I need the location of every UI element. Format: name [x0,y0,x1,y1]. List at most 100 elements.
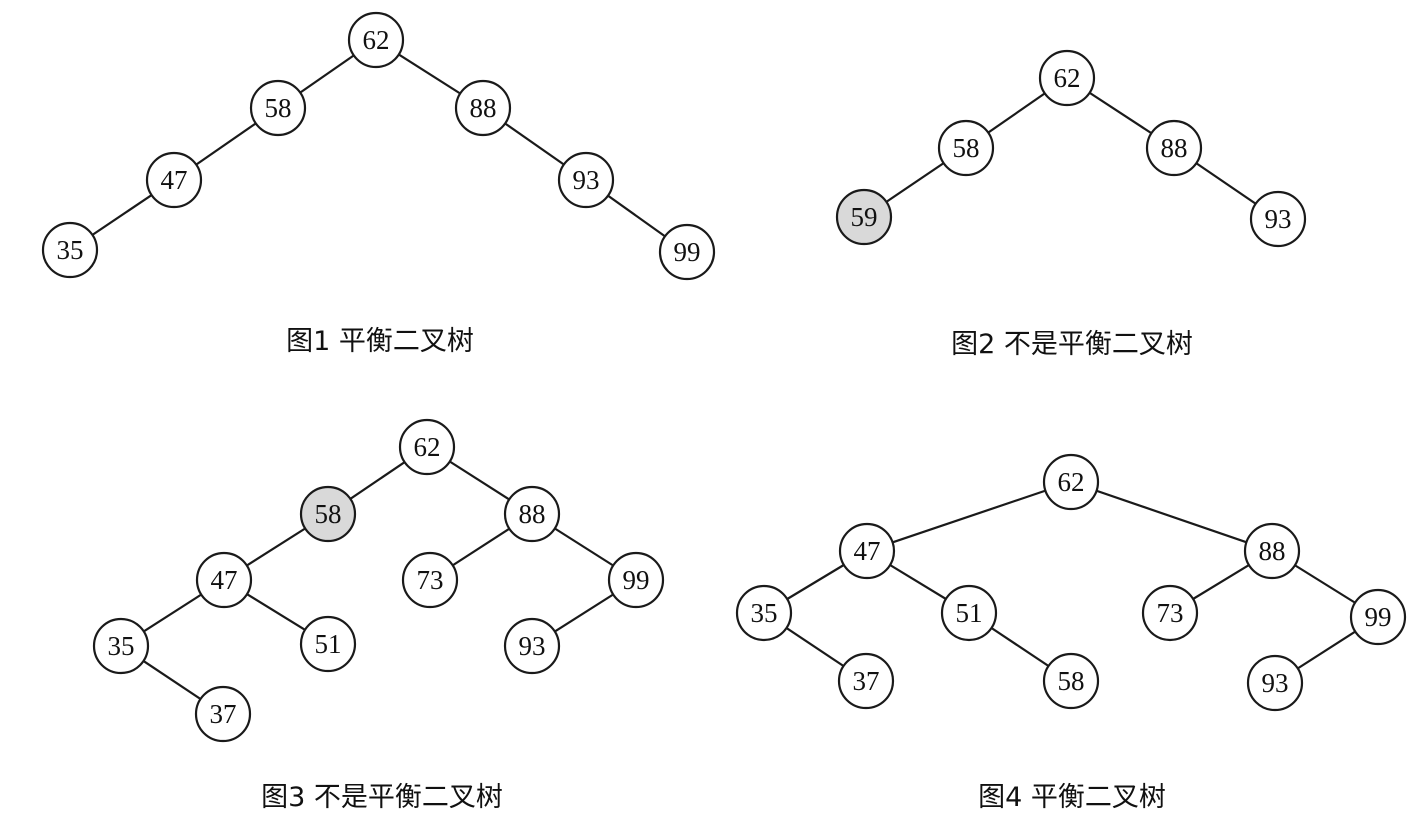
node-label: 47 [161,165,188,195]
node-circle [299,615,357,673]
tree-node: 62 [347,11,405,69]
tree-node: 58 [299,485,357,543]
node-label: 93 [519,631,546,661]
node-label: 58 [953,133,980,163]
tree-node: 35 [41,221,99,279]
node-circle [838,522,896,580]
tree-node: 62 [398,418,456,476]
node-label: 88 [519,499,546,529]
tree-node: 47 [195,551,253,609]
tree-node: 58 [1042,652,1100,710]
node-circle [658,223,716,281]
node-label: 62 [363,25,390,55]
tree-node: 47 [838,522,896,580]
node-label: 88 [470,93,497,123]
node-circle [1243,522,1301,580]
node-label: 93 [1262,668,1289,698]
tree-node: 73 [401,551,459,609]
node-label: 62 [414,432,441,462]
tree-node: 99 [658,223,716,281]
tree-node: 35 [92,617,150,675]
node-circle [145,151,203,209]
node-label: 58 [1058,666,1085,696]
node-circle [1349,588,1407,646]
tree-node: 93 [503,617,561,675]
node-circle [401,551,459,609]
figure-1-edges [69,39,688,253]
node-label: 35 [108,631,135,661]
node-circle [249,79,307,137]
tree-node: 35 [735,584,793,642]
node-label: 62 [1058,467,1085,497]
node-circle [607,551,665,609]
tree-node: 88 [454,79,512,137]
node-circle [1038,49,1096,107]
tree-edge [866,480,1072,553]
figure-4-edges [763,480,1379,684]
tree-node: 93 [1246,654,1304,712]
figure-2-unbalanced-tree: 62 58 88 59 93 图2 不是平衡二叉树 [835,49,1307,360]
tree-node: 51 [940,584,998,642]
figure-1-nodes: 62 58 88 47 93 35 99 [41,11,716,281]
tree-node: 47 [145,151,203,209]
node-circle [195,551,253,609]
node-label: 99 [623,565,650,595]
node-label: 35 [57,235,84,265]
node-label: 93 [573,165,600,195]
tree-node: 37 [194,685,252,743]
node-label: 47 [211,565,238,595]
tree-node: 88 [1145,119,1203,177]
node-label: 99 [674,237,701,267]
tree-node: 99 [607,551,665,609]
tree-node: 59 [835,188,893,246]
tree-node: 58 [249,79,307,137]
node-label: 35 [751,598,778,628]
node-circle [1042,652,1100,710]
tree-edge [1070,480,1273,553]
tree-node: 93 [1249,190,1307,248]
node-circle [1246,654,1304,712]
node-label: 99 [1365,602,1392,632]
node-circle [937,119,995,177]
figure-2-caption: 图2 不是平衡二叉树 [951,329,1193,360]
node-circle [1042,453,1100,511]
node-label: 47 [854,536,881,566]
node-circle [837,652,895,710]
figure-4-nodes: 62 47 88 35 51 73 99 37 58 93 [735,453,1407,712]
tree-node: 37 [837,652,895,710]
node-label: 51 [315,629,342,659]
node-circle [503,617,561,675]
node-circle [940,584,998,642]
tree-node: 99 [1349,588,1407,646]
highlighted-node-circle [835,188,893,246]
node-circle [194,685,252,743]
node-circle [347,11,405,69]
node-circle [1249,190,1307,248]
node-label: 88 [1259,536,1286,566]
node-label: 51 [956,598,983,628]
node-label: 73 [417,565,444,595]
node-label: 88 [1161,133,1188,163]
node-circle [92,617,150,675]
node-label: 58 [265,93,292,123]
node-label: 37 [210,699,237,729]
tree-node: 73 [1141,584,1199,642]
node-circle [735,584,793,642]
figure-3-nodes: 62 58 88 47 73 99 35 51 93 37 [92,418,665,743]
tree-node: 93 [557,151,615,209]
tree-node: 62 [1042,453,1100,511]
node-circle [1145,119,1203,177]
node-label: 73 [1157,598,1184,628]
node-label: 62 [1054,63,1081,93]
figure-2-nodes: 62 58 88 59 93 [835,49,1307,248]
node-label: 59 [851,202,878,232]
tree-node: 88 [1243,522,1301,580]
node-circle [454,79,512,137]
node-label: 37 [853,666,880,696]
node-label: 58 [315,499,342,529]
node-circle [557,151,615,209]
tree-node: 58 [937,119,995,177]
